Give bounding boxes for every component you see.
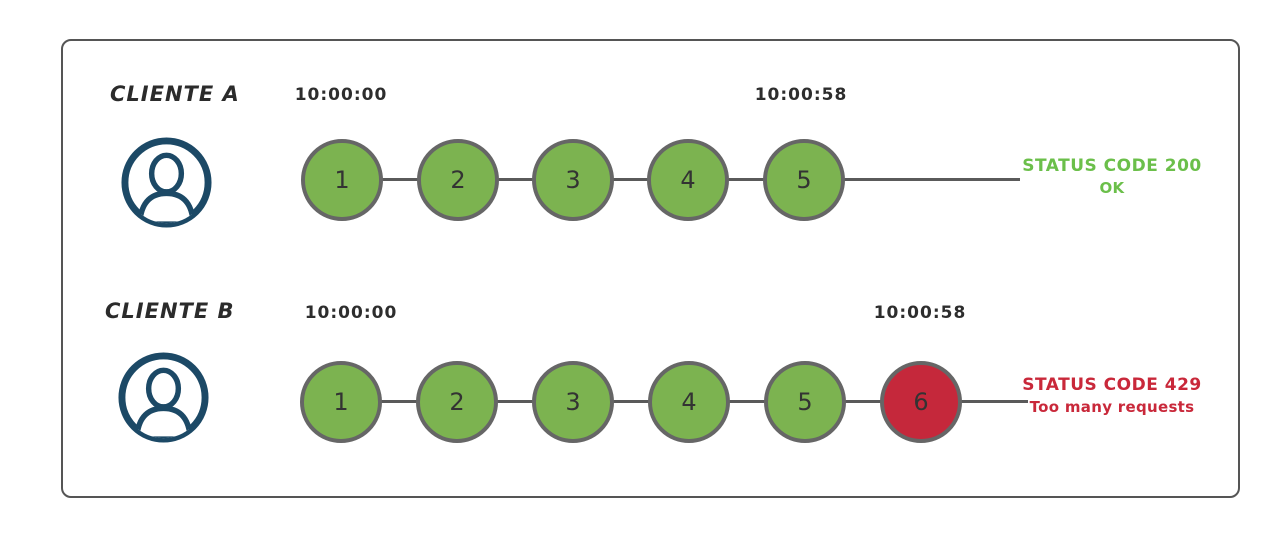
request-node-rate-limited: 6 (880, 361, 962, 443)
request-number: 2 (449, 388, 465, 416)
request-number: 1 (333, 388, 349, 416)
user-circle-icon (121, 137, 212, 228)
request-node: 5 (764, 361, 846, 443)
request-number: 5 (797, 388, 813, 416)
request-node: 1 (301, 139, 383, 221)
request-node: 1 (300, 361, 382, 443)
status-message: STATUS CODE 429 Too many requests (1022, 374, 1202, 417)
user-circle-icon (118, 352, 209, 443)
status-code-text: STATUS CODE 429 (1022, 375, 1202, 395)
request-number: 4 (681, 388, 697, 416)
request-node: 5 (763, 139, 845, 221)
client-b-label: CLIENTE B (105, 299, 235, 323)
request-node: 2 (417, 139, 499, 221)
request-number: 3 (565, 388, 581, 416)
diagram-frame (61, 39, 1240, 498)
end-timestamp: 10:00:58 (754, 85, 848, 105)
request-number: 6 (913, 388, 929, 416)
request-node: 3 (532, 361, 614, 443)
request-number: 4 (680, 166, 696, 194)
request-node: 2 (416, 361, 498, 443)
client-a-label: CLIENTE A (110, 82, 240, 106)
status-message: STATUS CODE 200 OK (1022, 155, 1202, 198)
request-number: 3 (565, 166, 581, 194)
request-number: 5 (796, 166, 812, 194)
end-timestamp: 10:00:58 (873, 303, 967, 323)
request-node: 3 (532, 139, 614, 221)
request-number: 2 (450, 166, 466, 194)
start-timestamp: 10:00:00 (294, 85, 388, 105)
request-node: 4 (648, 361, 730, 443)
status-detail-text: Too many requests (1029, 397, 1195, 416)
start-timestamp: 10:00:00 (304, 303, 398, 323)
request-node: 4 (647, 139, 729, 221)
status-detail-text: OK (1099, 178, 1125, 197)
status-code-text: STATUS CODE 200 (1022, 156, 1202, 176)
request-number: 1 (334, 166, 350, 194)
